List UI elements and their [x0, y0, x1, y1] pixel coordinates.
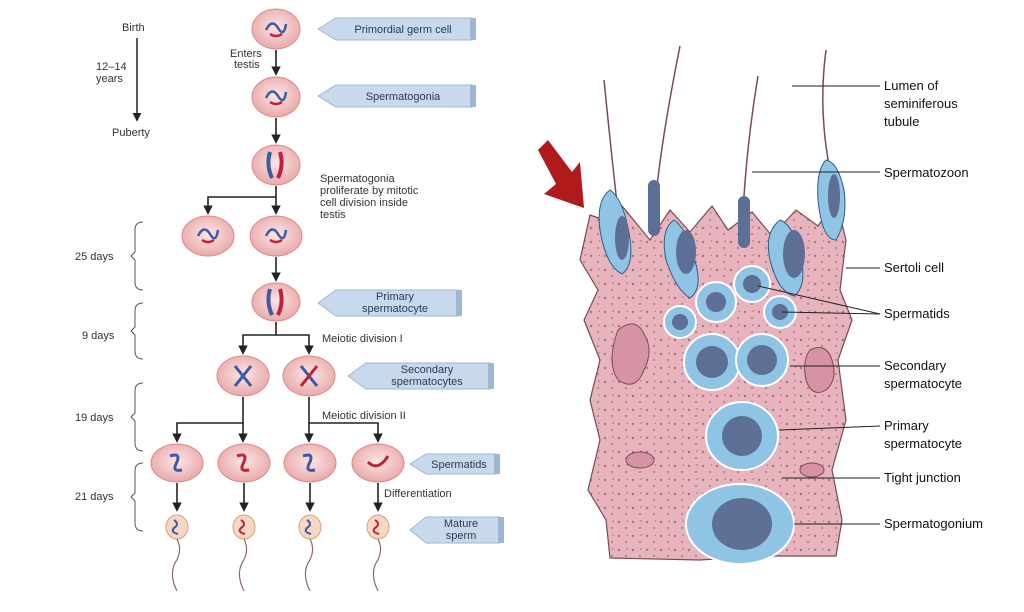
primary-spermatocyte-cell [251, 282, 301, 322]
secondary-spermatocyte-label-2: spermatocyte [884, 376, 962, 391]
secondary-spermatocyte-cell-left [216, 355, 270, 397]
label-leaders [752, 85, 881, 525]
years-label-1: 12–14 [96, 61, 127, 73]
days-label-21: 21 days [75, 491, 114, 503]
bracket-25-days [130, 221, 144, 291]
proliferate-label-1: Spermatogonia [320, 173, 395, 185]
tight-junction-label: Tight junction [884, 470, 961, 485]
spermatid-cell-4 [351, 443, 405, 483]
svg-text:Mature: Mature [444, 518, 478, 530]
mitotic-daughter-cell-right [249, 215, 303, 257]
primary-spermatocyte-label-1: Primary [884, 418, 929, 433]
years-label-2: years [96, 73, 123, 85]
primary-spermatocyte-label-2: spermatocyte [884, 436, 962, 451]
secondary-spermatocyte-label-1: Secondary [884, 358, 947, 373]
days-label-9: 9 days [82, 330, 115, 342]
spermatogonium-cell [685, 483, 795, 565]
spermatozoa [598, 45, 846, 299]
primary-spermatocyte-cell-tubule [705, 401, 779, 471]
secondary-spermatocyte-cells [683, 333, 789, 391]
cells [150, 8, 405, 592]
sertoli-organelles [611, 323, 835, 478]
lumen-label-2: seminiferous [884, 96, 958, 111]
stage-tags: Primordial germ cell Spermatogonia Prima… [317, 17, 504, 544]
svg-text:spermatocyte: spermatocyte [362, 303, 428, 315]
puberty-label: Puberty [112, 127, 150, 139]
spermatid-cell-3 [283, 443, 337, 483]
enters-testis-label-2: testis [234, 59, 260, 71]
flow-arrows [172, 50, 383, 512]
meiotic-division-2-label: Meiotic division II [322, 410, 406, 422]
svg-text:Spermatids: Spermatids [431, 459, 487, 471]
bracket-19-days [130, 382, 144, 452]
spermatogonia-cell [251, 76, 301, 118]
tag-primary-spermatocyte: Primary spermatocyte [317, 289, 462, 317]
mitotic-daughter-cell-left [181, 215, 235, 257]
tubule-labels: Lumen of seminiferous tubule Spermatozoo… [884, 78, 983, 531]
mature-sperm-2 [232, 514, 256, 592]
svg-text:Spermatogonia: Spermatogonia [366, 91, 441, 103]
process-notes: Enters testis Spermatogonia proliferate … [230, 48, 452, 500]
proliferating-cell [251, 144, 301, 186]
secondary-spermatocyte-cell-right [282, 355, 336, 397]
bracket-21-days [130, 462, 144, 532]
lumen-label-3: tubule [884, 114, 919, 129]
svg-text:spermatocytes: spermatocytes [391, 376, 463, 388]
spermatid-cell-1 [150, 443, 204, 483]
proliferate-label-4: testis [320, 209, 346, 221]
lumen-label-1: Lumen of [884, 78, 939, 93]
spermatozoon-label: Spermatozoon [884, 165, 969, 180]
proliferate-label-3: cell division inside [320, 197, 408, 209]
tag-spermatids: Spermatids [409, 453, 500, 475]
spermatids-label: Spermatids [884, 306, 950, 321]
days-label-19: 19 days [75, 412, 114, 424]
spermatid-cell-2 [217, 443, 271, 483]
spermatogonium-label: Spermatogonium [884, 516, 983, 531]
enters-testis-label-1: Enters [230, 48, 262, 60]
mature-sperm-4 [366, 514, 390, 592]
tag-secondary-spermatocytes: Secondary spermatocytes [347, 362, 494, 390]
proliferate-label-2: proliferate by mitotic [320, 185, 419, 197]
bracket-9-days [130, 302, 144, 360]
tag-mature-sperm: Mature sperm [409, 516, 504, 544]
meiotic-division-1-label: Meiotic division I [322, 333, 403, 345]
red-pointer-arrow [538, 140, 584, 208]
primordial-cell [251, 8, 301, 50]
mature-sperm-3 [298, 514, 322, 592]
svg-text:Primary: Primary [376, 291, 414, 303]
spermatid-nuclei [672, 275, 788, 330]
tag-primordial-germ-cell: Primordial germ cell [317, 17, 476, 41]
tubule-illustration [538, 45, 853, 565]
tag-spermatogonia: Spermatogonia [317, 84, 476, 108]
svg-text:sperm: sperm [446, 530, 477, 542]
timeline: Birth 12–14 years Puberty 25 days 9 days… [75, 22, 150, 532]
svg-text:Secondary: Secondary [401, 364, 454, 376]
svg-text:Primordial germ cell: Primordial germ cell [354, 24, 451, 36]
differentiation-label: Differentiation [384, 488, 452, 500]
birth-label: Birth [122, 22, 145, 34]
mature-sperm-1 [165, 514, 189, 592]
sertoli-cell-label: Sertoli cell [884, 260, 944, 275]
days-label-25: 25 days [75, 251, 114, 263]
